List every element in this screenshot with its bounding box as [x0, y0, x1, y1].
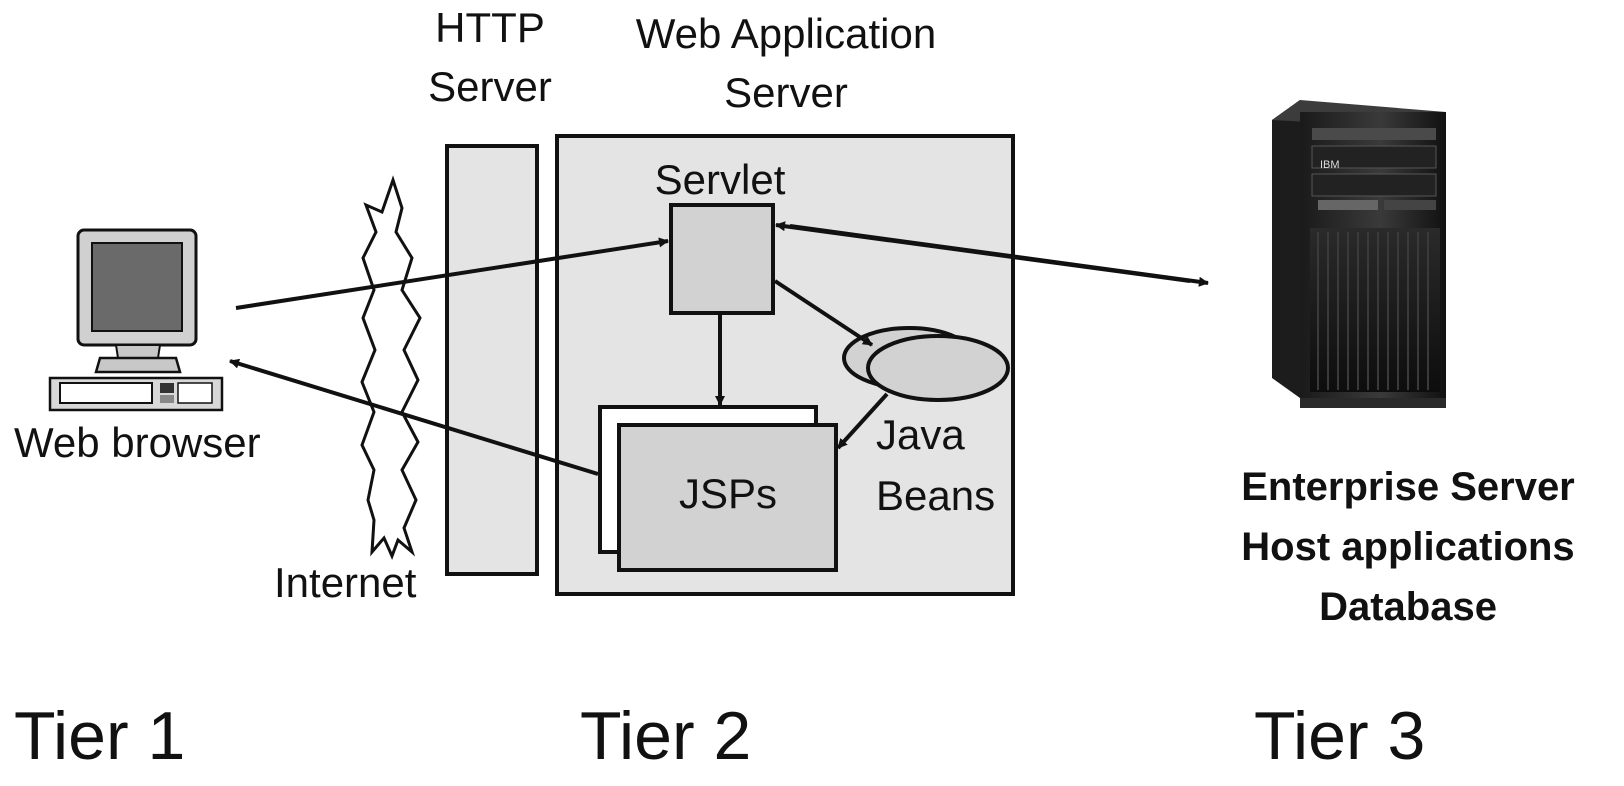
arrow-servlet-to-beans: [773, 279, 874, 347]
computer-icon: [48, 228, 224, 412]
java-beans-label-line-2: Beans: [876, 472, 995, 519]
server-vent-lines: [1317, 232, 1429, 390]
tier-2-label: Tier 2: [580, 698, 751, 774]
servlet-box: [669, 203, 775, 315]
internet-label: Internet: [274, 559, 417, 606]
tier-3-label: Tier 3: [1254, 698, 1425, 774]
enterprise-server-label-line-1: Enterprise Server: [1241, 465, 1575, 509]
arrow-enterprise-to-servlet: [775, 221, 1191, 283]
http-server-label-line-2: Server: [428, 63, 552, 110]
enterprise-server-icon: IBM: [1272, 100, 1446, 408]
ibm-logo-text: IBM: [1320, 159, 1340, 171]
enterprise-server-label-line-3: Database: [1319, 585, 1497, 629]
jsp-page-front: [617, 423, 838, 572]
servlet-label: Servlet: [655, 156, 786, 203]
java-bean-ellipse-front: [866, 334, 1010, 402]
enterprise-server-label-line-2: Host applications: [1241, 525, 1574, 569]
arrow-browser-to-servlet: [235, 237, 669, 310]
arrow-jsps-to-browser: [229, 358, 599, 476]
arrow-beans-to-jsps: [836, 392, 889, 450]
web-application-server-label-line-2: Server: [724, 69, 848, 116]
jsps-label: JSPs: [679, 470, 777, 517]
java-beans-label-line-1: Java: [876, 411, 965, 458]
http-server-box: [445, 144, 539, 576]
internet-icon: [360, 175, 422, 560]
http-server-label-line-1: HTTP: [435, 4, 545, 51]
tier-1-label: Tier 1: [14, 698, 185, 774]
web-application-server-label-line-1: Web Application: [636, 10, 936, 57]
web-browser-label: Web browser: [14, 419, 261, 466]
